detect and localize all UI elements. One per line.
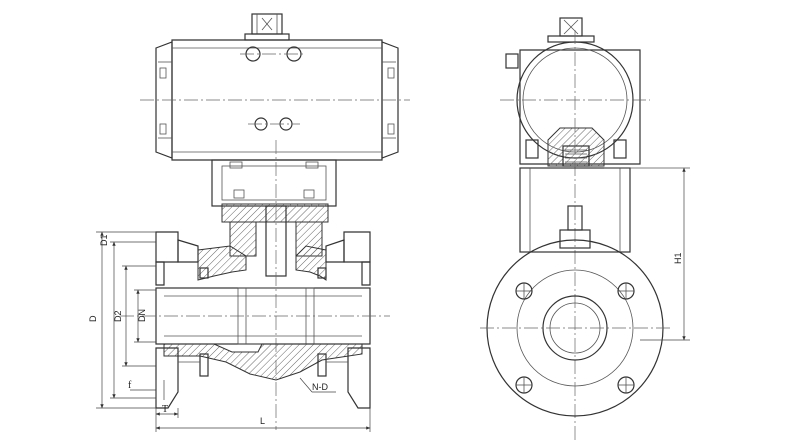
side-bracket bbox=[519, 167, 690, 253]
label-DN: DN bbox=[137, 309, 147, 322]
label-D1: D1 bbox=[99, 234, 109, 246]
mounting-bracket bbox=[211, 159, 337, 207]
side-flange bbox=[480, 239, 670, 417]
label-D: D bbox=[88, 315, 98, 322]
dimensions-front bbox=[96, 231, 371, 432]
valve-body bbox=[120, 231, 390, 409]
side-actuator bbox=[500, 30, 650, 440]
actuator-body bbox=[140, 39, 410, 161]
dimension-H1: H1 bbox=[640, 167, 690, 341]
front-view: D D1 D2 DN f T L N-D bbox=[88, 13, 410, 432]
label-L: L bbox=[260, 416, 265, 426]
label-N-D: N-D bbox=[312, 382, 328, 392]
actuator-indicator bbox=[244, 13, 290, 41]
label-f: f bbox=[128, 380, 132, 391]
side-view: H1 bbox=[480, 17, 690, 440]
side-indicator bbox=[547, 17, 595, 43]
label-H1: H1 bbox=[673, 252, 683, 264]
label-T: T bbox=[162, 404, 168, 415]
front-labels: D D1 D2 DN f T L N-D bbox=[88, 234, 328, 426]
label-D2: D2 bbox=[113, 310, 123, 322]
